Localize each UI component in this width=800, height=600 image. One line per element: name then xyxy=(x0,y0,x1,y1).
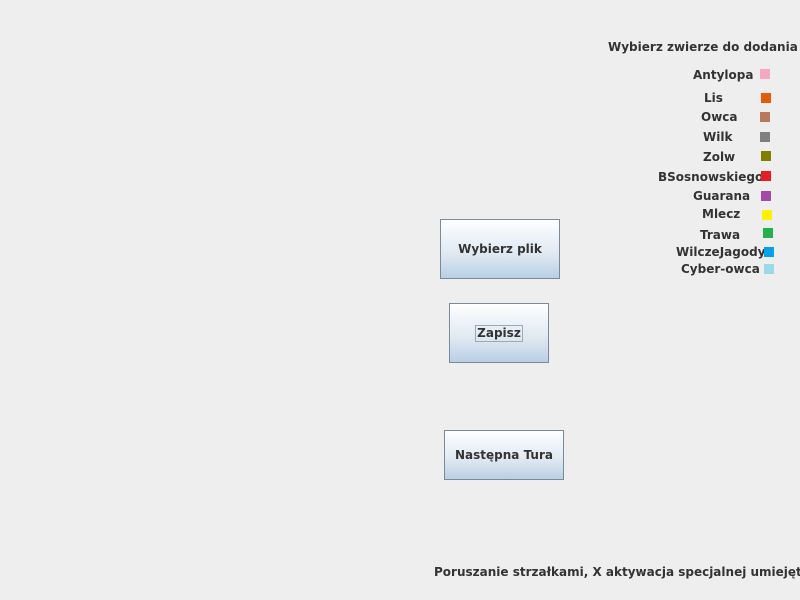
legend-swatch-lis[interactable] xyxy=(761,93,771,103)
choose-file-button[interactable]: Wybierz plik xyxy=(440,219,560,279)
save-button-label: Zapisz xyxy=(475,324,523,342)
legend-label-owca[interactable]: Owca xyxy=(701,110,738,124)
choose-file-button-label: Wybierz plik xyxy=(458,242,542,256)
legend-label-antylopa[interactable]: Antylopa xyxy=(693,68,754,82)
legend-swatch-bsosnowskiego[interactable] xyxy=(761,171,771,181)
legend-label-trawa[interactable]: Trawa xyxy=(700,228,741,242)
legend-label-bsosnowskiego[interactable]: BSosnowskiego xyxy=(658,170,764,184)
controls-hint: Poruszanie strzałkami, X aktywacja specj… xyxy=(434,565,800,579)
legend-title: Wybierz zwierze do dodania xyxy=(608,40,798,54)
legend-swatch-trawa[interactable] xyxy=(763,228,773,238)
legend-label-zolw[interactable]: Zolw xyxy=(703,150,736,164)
save-button[interactable]: Zapisz xyxy=(449,303,549,363)
legend-label-mlecz[interactable]: Mlecz xyxy=(702,207,741,221)
legend-swatch-guarana[interactable] xyxy=(761,191,771,201)
legend-label-wilk[interactable]: Wilk xyxy=(703,130,733,144)
legend-label-lis[interactable]: Lis xyxy=(704,91,723,105)
legend-swatch-mlecz[interactable] xyxy=(762,210,772,220)
legend-label-wilczejagody[interactable]: WilczeJagody xyxy=(676,245,766,259)
legend-swatch-owca[interactable] xyxy=(760,112,770,122)
legend-label-guarana[interactable]: Guarana xyxy=(693,189,751,203)
legend-swatch-zolw[interactable] xyxy=(761,151,771,161)
next-turn-button[interactable]: Następna Tura xyxy=(444,430,564,480)
next-turn-button-label: Następna Tura xyxy=(455,448,553,462)
legend-swatch-wilczejagody[interactable] xyxy=(764,247,774,257)
legend-label-cyber-owca[interactable]: Cyber-owca xyxy=(681,262,760,276)
legend-swatch-antylopa[interactable] xyxy=(760,69,770,79)
legend-swatch-wilk[interactable] xyxy=(760,132,770,142)
legend-swatch-cyber-owca[interactable] xyxy=(764,264,774,274)
